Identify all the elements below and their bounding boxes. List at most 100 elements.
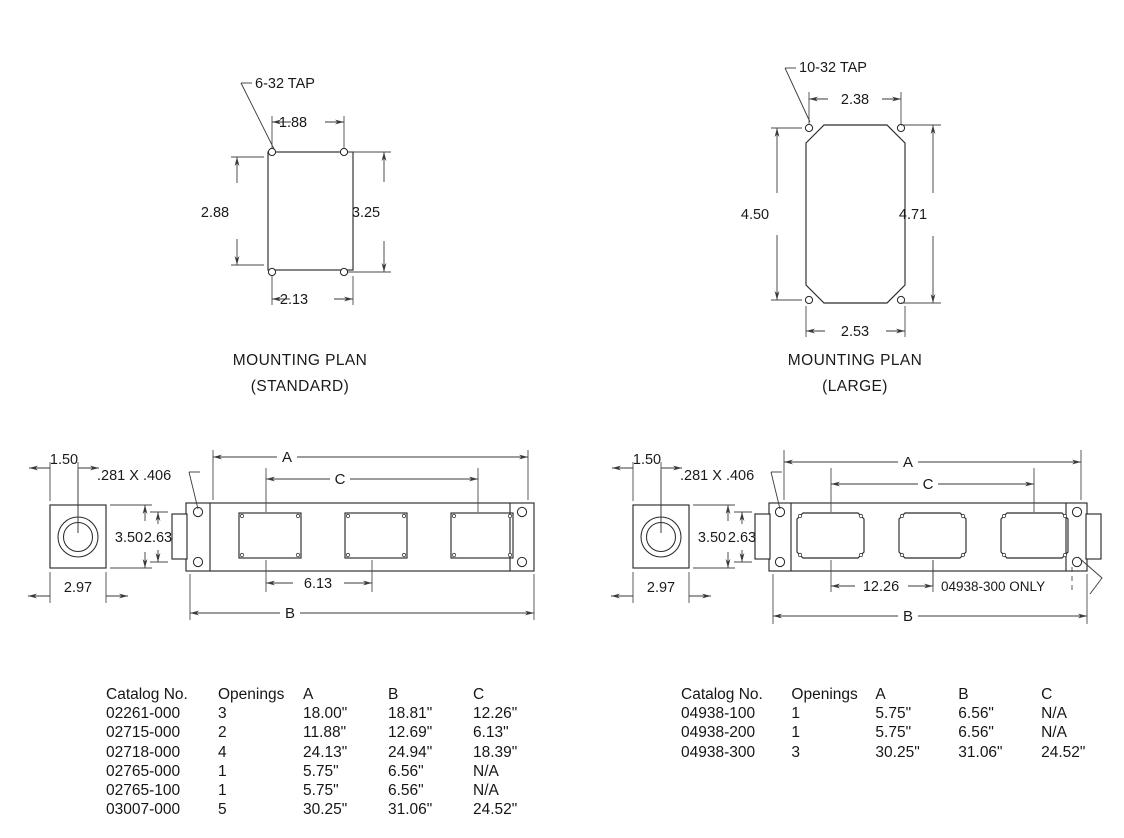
mounting-plan-standard-graphic — [231, 82, 391, 305]
side-tab-large-right — [1085, 513, 1102, 560]
dim-width-end-standard — [28, 572, 128, 603]
dim-bottom-large — [805, 306, 906, 337]
cell-catalog: 02765-000 — [106, 762, 181, 780]
cell-c: N/A — [473, 762, 499, 780]
cell-openings: 2 — [218, 724, 227, 742]
panel-opening — [796, 512, 865, 559]
slot-note-standard-label: .281 X .406 — [97, 468, 171, 484]
col-c: C — [1041, 686, 1053, 703]
flange-hole — [516, 506, 528, 518]
dim-spacing-standard — [265, 560, 373, 592]
dim-left-standard — [231, 156, 264, 266]
dim-right-standard — [348, 151, 391, 273]
cell-c: 24.52" — [473, 801, 518, 819]
cell-b: 31.06" — [388, 801, 433, 819]
cell-openings: 1 — [791, 724, 801, 742]
dim-height-end-large-label: 3.50 — [698, 530, 726, 546]
panel-large-graphic — [734, 450, 1103, 624]
cell-catalog: 02718-000 — [106, 743, 181, 761]
slot-note-large-label: .281 X .406 — [680, 468, 754, 484]
dim-spacing-large-label: 12.26 — [863, 579, 899, 595]
col-c: C — [473, 686, 485, 703]
panel-standard-graphic — [150, 450, 535, 620]
col-catalog: Catalog No. — [106, 686, 188, 703]
cell-catalog: 02261-000 — [106, 705, 181, 723]
flange-hole — [1071, 506, 1083, 518]
mounting-plan-large-graphic — [771, 67, 941, 337]
caption-large-line2: (LARGE) — [822, 378, 888, 395]
slot-note-leader-panel-large — [770, 471, 782, 510]
cell-openings: 1 — [791, 705, 801, 723]
cell-a: 30.25" — [875, 743, 920, 761]
dim-width-end-standard-label: 2.97 — [64, 580, 92, 596]
col-openings: Openings — [218, 686, 285, 703]
cell-openings: 1 — [218, 782, 227, 800]
dim-left-large — [771, 127, 802, 301]
tap-hole — [896, 295, 906, 305]
cell-b: 12.69" — [388, 724, 433, 742]
table-row: 02765-000 1 5.75" 6.56" N/A — [106, 763, 558, 782]
table-row: 04938-200 1 5.75" 6.56" N/A — [681, 724, 1124, 743]
panel-opening — [344, 512, 408, 559]
cell-catalog: 04938-200 — [681, 724, 756, 742]
cell-c: N/A — [1041, 705, 1067, 723]
cell-a: 5.75" — [875, 724, 912, 742]
dim-top-standard — [271, 116, 345, 148]
dim-left-large-label: 4.50 — [741, 207, 769, 223]
cell-catalog: 02765-100 — [106, 782, 181, 800]
cell-b: 6.56" — [958, 724, 994, 742]
dim-top-large-label: 2.38 — [841, 92, 869, 108]
dim-height-panel-standard — [150, 511, 168, 563]
slot-note-leader-panel-standard — [188, 471, 200, 510]
cell-a: 30.25" — [303, 801, 348, 819]
cell-a: 5.75" — [303, 762, 339, 780]
tap-hole — [896, 123, 906, 133]
dim-bottom-large-label: 2.53 — [841, 324, 869, 340]
tap-hole — [267, 147, 277, 157]
col-a: A — [303, 686, 314, 703]
dim-right-large — [901, 124, 941, 304]
dim-c-large — [830, 468, 1035, 512]
dim-left-standard-label: 2.88 — [201, 205, 229, 221]
cell-openings: 4 — [218, 743, 227, 761]
table-header-row: Catalog No. Openings A B C — [106, 686, 558, 705]
dim-b-standard — [189, 574, 535, 620]
cell-a: 11.88" — [303, 724, 347, 742]
dim-height-panel-large-label: 2.63 — [728, 530, 756, 546]
dim-height-end-standard — [110, 504, 152, 569]
panel-opening — [238, 512, 302, 559]
panel-body-standard — [185, 502, 535, 572]
dim-right-large-label: 4.71 — [899, 207, 927, 223]
cell-b: 6.56" — [388, 782, 424, 800]
side-tab-large-left — [754, 513, 771, 560]
cell-catalog: 03007-000 — [106, 801, 181, 819]
end-view-standard-graphic — [28, 462, 152, 603]
tap-note-large-label: 10-32 TAP — [799, 60, 867, 76]
dim-a-large-label: A — [903, 454, 913, 471]
spacing-note-large-label: 04938-300 ONLY — [941, 579, 1045, 594]
dim-offset-large-label: 1.50 — [633, 452, 661, 468]
dim-width-end-large — [611, 572, 711, 603]
table-row: 02718-000 4 24.13" 24.94" 18.39" — [106, 744, 558, 763]
dim-spacing-standard-label: 6.13 — [304, 576, 332, 592]
catalog-table-large: Catalog No. Openings A B C 04938-100 1 5… — [681, 650, 1124, 781]
dim-c-standard-label: C — [335, 471, 346, 488]
cell-a: 18.00" — [303, 705, 348, 723]
dim-a-standard — [212, 450, 529, 500]
dim-c-standard — [265, 468, 479, 512]
cell-b: 6.56" — [958, 705, 994, 723]
cell-catalog: 04938-100 — [681, 705, 756, 723]
dim-c-large-label: C — [923, 476, 934, 493]
cell-c: 18.39" — [473, 743, 518, 761]
caption-standard-line1: MOUNTING PLAN — [233, 352, 367, 369]
side-tab-leader-large — [1071, 556, 1103, 595]
dim-height-panel-large — [734, 511, 752, 563]
tap-hole — [267, 267, 277, 277]
flange-hole — [192, 556, 204, 568]
end-view-large-graphic — [611, 462, 735, 603]
table-row: 04938-300 3 30.25" 31.06" 24.52" — [681, 744, 1124, 763]
tap-note-standard-label: 6-32 TAP — [255, 76, 315, 92]
drawing-canvas: 6-32 TAP 1.88 2.13 2.88 3.25 MOUNTING PL… — [28, 60, 1103, 625]
dim-top-standard-label: 1.88 — [279, 115, 307, 131]
cell-a: 5.75" — [303, 782, 339, 800]
